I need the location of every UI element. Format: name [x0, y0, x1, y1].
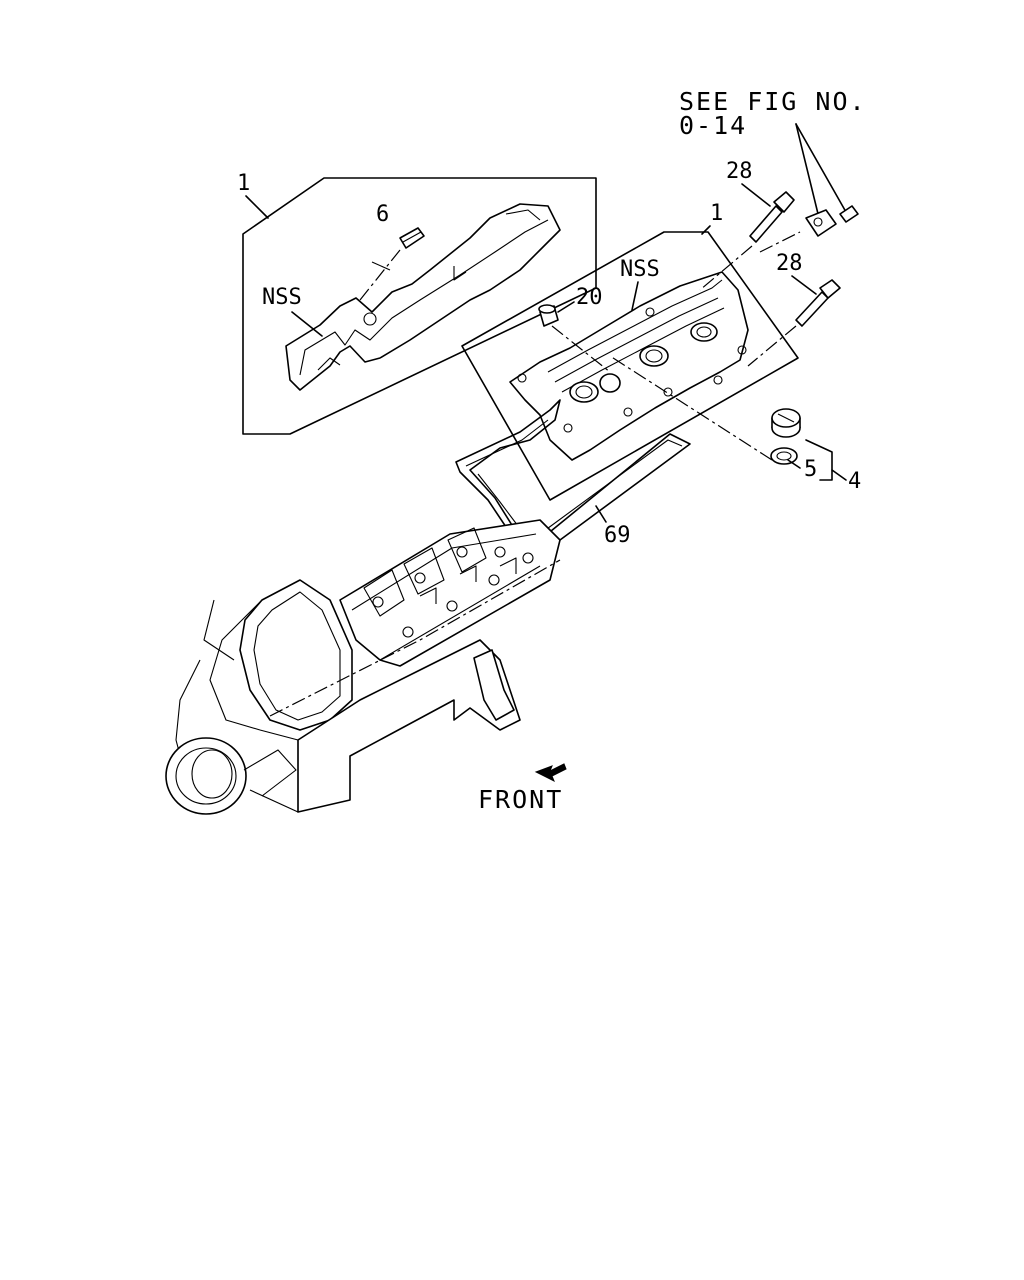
lower-bolt-item-label: 28 — [776, 251, 803, 276]
seal-leader — [787, 459, 801, 469]
see-fig-line1: SEE FIG NO. — [679, 87, 867, 116]
plug-leader — [557, 301, 575, 313]
left-nss-label: NSS — [262, 285, 302, 310]
left-nss-leader — [291, 311, 323, 337]
cap-centerline — [609, 355, 773, 461]
left-stud-bolt — [359, 227, 425, 301]
right-cover-frame — [461, 231, 799, 501]
cap-assembly-bracket — [805, 439, 833, 481]
left-valve-cover — [285, 203, 561, 391]
upper-bolt-leader — [741, 183, 771, 207]
upper-bolt-item-label: 28 — [726, 159, 753, 184]
lower-bolt-leader — [791, 275, 817, 295]
oil-cap-seal — [770, 447, 798, 465]
right-nss-leader — [631, 281, 639, 311]
front-label: FRONT — [478, 785, 563, 814]
front-direction-arrow — [534, 763, 567, 783]
right-valve-cover — [509, 271, 749, 461]
left-cover-frame — [242, 177, 597, 435]
plug-part — [538, 304, 611, 373]
see-fig-line2: 0-14 — [679, 111, 747, 140]
right-cover-leader — [701, 225, 711, 235]
cap-assembly-leader — [831, 469, 847, 481]
seal-item-label: 5 — [804, 457, 817, 482]
reference-parts — [805, 205, 859, 237]
right-cover-item-label: 1 — [710, 201, 723, 226]
upper-bolt — [699, 191, 801, 291]
cap-assembly-item-label: 4 — [848, 469, 861, 494]
left-cover-item-label: 1 — [237, 171, 250, 196]
left-cover-leader — [245, 195, 269, 219]
gasket-leader — [595, 505, 607, 523]
plug-item-label: 20 — [576, 285, 603, 310]
right-nss-label: NSS — [620, 257, 660, 282]
gasket-item-label: 69 — [604, 523, 631, 548]
engine-block — [165, 519, 561, 815]
oil-filler-cap — [771, 408, 801, 438]
lower-bolt — [747, 279, 841, 367]
see-fig-leader — [795, 123, 847, 223]
left-stud-item-label: 6 — [376, 202, 389, 227]
